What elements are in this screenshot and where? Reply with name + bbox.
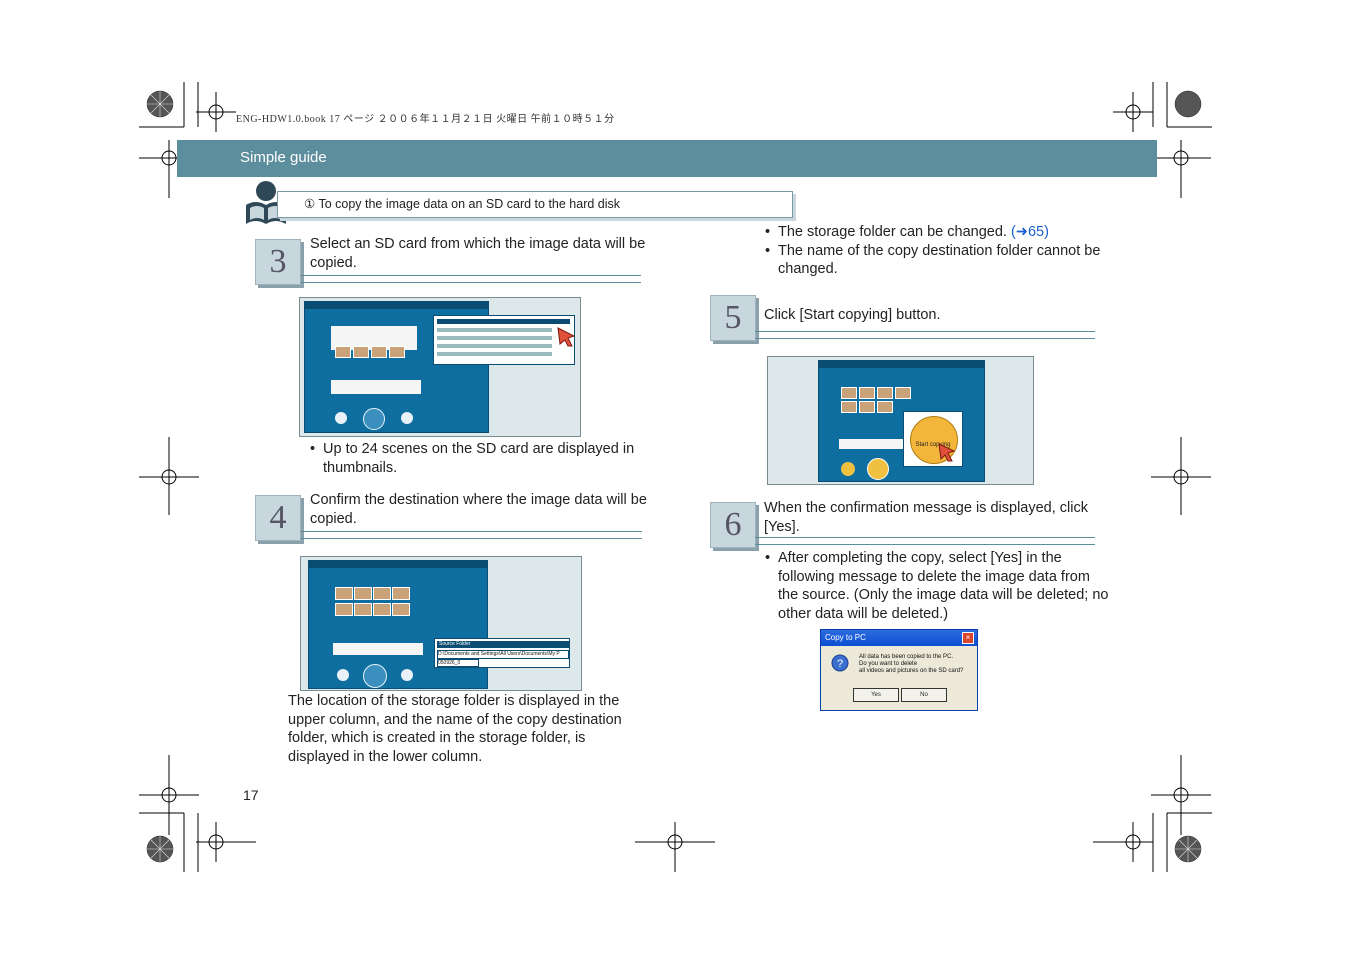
source-folder-popup: Source Folder D:\Documents and Settings\… xyxy=(434,638,570,668)
dialog-message: All data has been copied to the PC. Do y… xyxy=(859,654,975,675)
step-3-bullets: Up to 24 scenes on the SD card are displ… xyxy=(310,440,655,477)
folder-note-2: The name of the copy destination folder … xyxy=(765,242,1110,279)
step-5-number: 5 xyxy=(710,295,756,341)
page-65-link[interactable]: (➜65) xyxy=(1010,224,1049,240)
print-header-meta: ENG-HDW1.0.book 17 ページ ２００６年１１月２１日 火曜日 午… xyxy=(236,114,615,125)
sd-card-list-popup xyxy=(433,315,575,365)
source-folder-title: Source Folder xyxy=(437,641,569,648)
step-4-caption: The location of the storage folder is di… xyxy=(288,693,622,765)
folder-note-1-text: The storage folder can be changed. xyxy=(778,224,1011,240)
folder-note-1: The storage folder can be changed. (➜65) xyxy=(765,223,1110,242)
copy-to-pc-dialog: Copy to PC × ? All data has been copied … xyxy=(820,629,978,711)
dialog-message-line-1: All data has been copied to the PC. xyxy=(859,654,954,660)
folder-notes: The storage folder can be changed. (➜65)… xyxy=(765,223,1110,279)
step-5-text: Click [Start copying] button. xyxy=(764,307,941,323)
source-folder-name: 050926_0 xyxy=(437,659,479,667)
no-button[interactable]: No xyxy=(901,688,947,702)
app-window xyxy=(308,560,488,689)
step-6-bullet: After completing the copy, select [Yes] … xyxy=(765,549,1110,623)
page-number: 17 xyxy=(243,787,259,803)
step-6-rule xyxy=(755,537,1095,545)
question-icon: ? xyxy=(831,654,849,672)
dialog-close-button[interactable]: × xyxy=(962,632,974,644)
step-6-number: 6 xyxy=(710,502,756,548)
step-4-number: 4 xyxy=(255,495,301,541)
step-3-bullet: Up to 24 scenes on the SD card are displ… xyxy=(310,440,655,477)
dialog-message-line-3: all videos and pictures on the SD card? xyxy=(859,668,964,674)
banner-title: Simple guide xyxy=(240,149,327,166)
section-title-box xyxy=(277,191,793,218)
pointer-arrow-icon xyxy=(938,443,956,462)
dialog-message-line-2: Do you want to delete xyxy=(859,661,918,667)
step-5-rule xyxy=(755,331,1095,339)
pointer-arrow-icon xyxy=(557,327,576,347)
step-4-rule xyxy=(300,531,642,539)
dialog-title: Copy to PC xyxy=(821,630,977,646)
source-folder-path: D:\Documents and Settings\All Users\Docu… xyxy=(437,650,569,659)
screenshot-step-3 xyxy=(299,297,581,437)
yes-button[interactable]: Yes xyxy=(853,688,899,702)
step-3-number: 3 xyxy=(255,239,301,285)
screenshot-step-4: Source Folder D:\Documents and Settings\… xyxy=(300,556,582,691)
step-3-rule xyxy=(300,275,641,283)
step-4-text: Confirm the destination where the image … xyxy=(310,492,647,527)
step-6-text: When the confirmation message is display… xyxy=(764,500,1088,535)
step-6-bullets: After completing the copy, select [Yes] … xyxy=(765,549,1110,623)
reader-icon xyxy=(246,181,286,224)
screenshot-step-5: Start copying xyxy=(767,356,1034,485)
svg-text:?: ? xyxy=(837,658,843,670)
section-title: ① To copy the image data on an SD card t… xyxy=(304,197,621,211)
step-3-text: Select an SD card from which the image d… xyxy=(310,236,646,271)
section-banner xyxy=(177,140,1157,177)
start-copying-label: Start copying xyxy=(915,442,951,448)
